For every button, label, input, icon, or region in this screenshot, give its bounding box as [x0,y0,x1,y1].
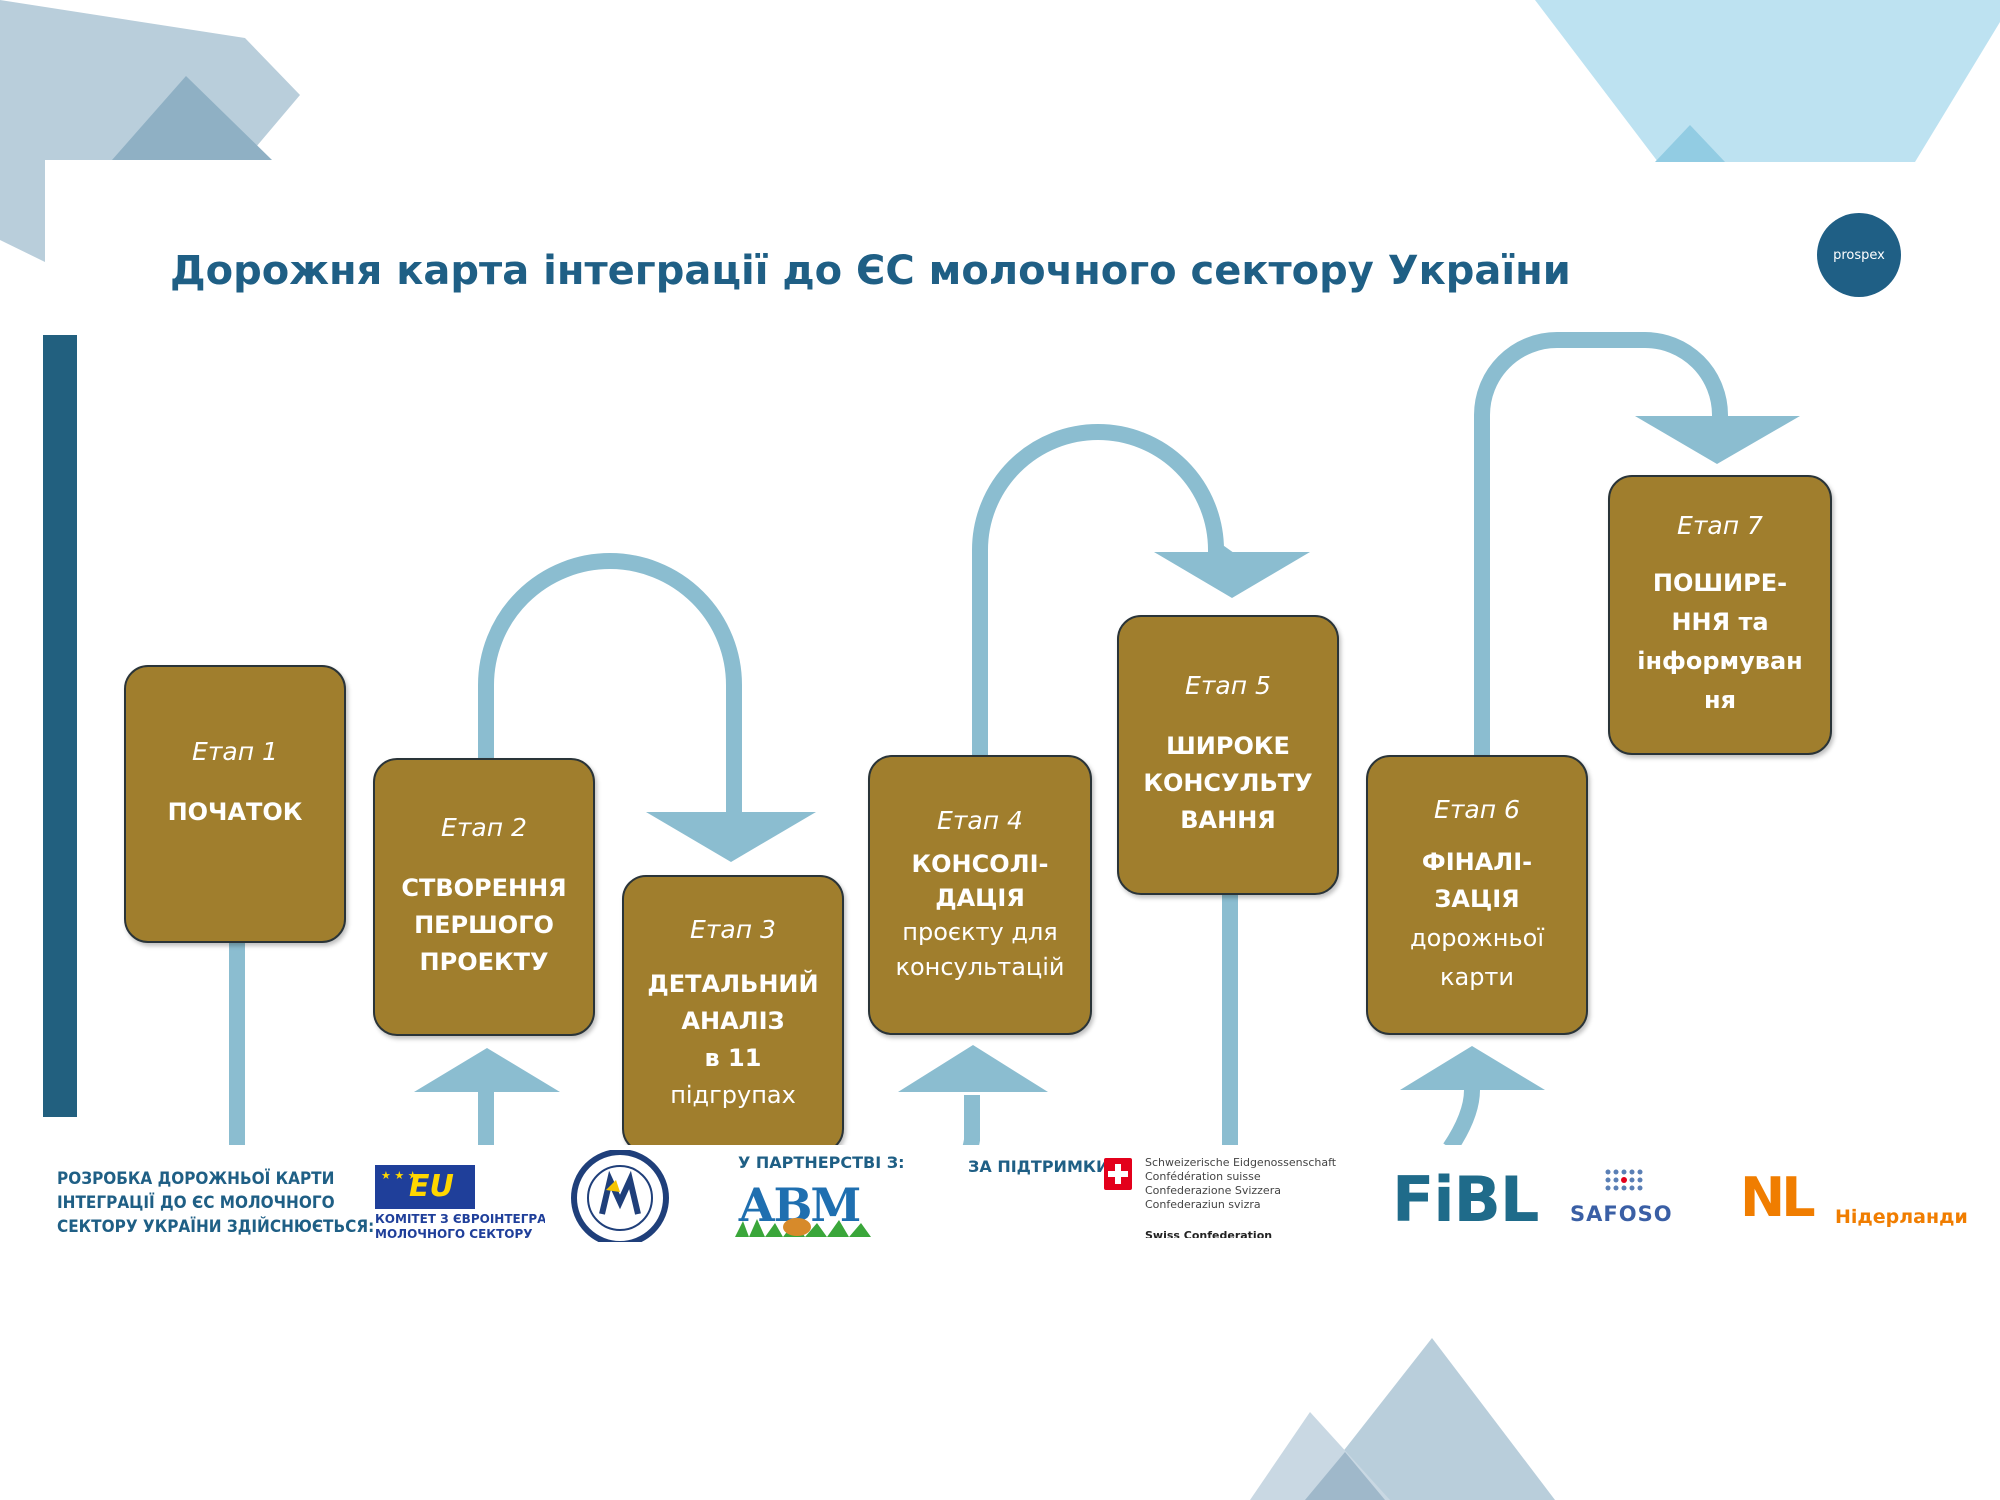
swiss-bottom-text: Swiss Confederation [1145,1229,1273,1238]
arc-stage4-stage5 [972,424,1235,758]
arrowhead-stage4-up [898,1045,1048,1092]
stage-name-line: ПОЧАТОК [167,798,303,826]
partners-intro: РОЗРОБКА ДОРОЖНЬОЇ КАРТИ ІНТЕГРАЦІЇ ДО Є… [57,1167,374,1239]
arc-stage2-stage3 [478,553,742,815]
arrowhead-stage3 [646,812,816,862]
safoso-logo: SAFOSO [1570,1202,1673,1226]
abm-grass-icon [735,1218,871,1237]
fibl-logo: FiBL [1392,1163,1539,1236]
stage-name-line: СТВОРЕННЯ [401,874,567,902]
partners-intro-line: ІНТЕГРАЦІЇ ДО ЄС МОЛОЧНОГО [57,1193,335,1213]
swiss-line: Schweizerische Eidgenossenschaft [1145,1156,1337,1169]
stage-name-line: ЗАЦІЯ [1434,884,1520,913]
partnership-label: У ПАРТНЕРСТВІ З: [738,1153,905,1172]
arrowhead-stage5 [1154,552,1310,598]
stage-1-box: Етап 1 ПОЧАТОК [124,665,346,943]
stage-name-line: ШИРОКЕ [1166,732,1290,760]
stage-name-line: ННЯ та [1671,607,1769,636]
arc-stage6-stage7 [1474,332,1728,758]
stage-label: Етап 7 [1677,510,1763,540]
page-title: Дорожня карта інтеграції до ЄС молочного… [170,248,1571,294]
stage-name-line: інформуван [1637,646,1803,675]
dairy-union-seal-icon [571,1150,669,1242]
stage-name-line: ПЕРШОГО [414,911,554,939]
stage-7-box: Етап 7 ПОШИРЕ- ННЯ та інформуван ня [1608,475,1832,755]
nl-mark: NL [1740,1166,1816,1229]
stage-name-line: ВАННЯ [1180,806,1276,834]
eu-caption-line: МОЛОЧНОГО СЕКТОРУ [375,1227,533,1240]
flow-arrowheads [414,416,1800,1092]
prospex-logo: prospex [1817,213,1901,297]
stage-sub-line: проєкту для [902,917,1058,946]
stage-label: Етап 3 [690,915,776,944]
prospex-logo-text: prospex [1833,247,1885,263]
stage-5-box: Етап 5 ШИРОКЕ КОНСУЛЬТУ ВАННЯ [1117,615,1339,895]
side-accent-bar [43,335,77,1117]
support-label: ЗА ПІДТРИМКИ: [968,1157,1116,1176]
stage-name-line: КОНСУЛЬТУ [1143,769,1313,797]
stage-name-line: в 11 [704,1044,762,1072]
arrowhead-stage2-up [414,1048,560,1092]
stage-sub-line: карти [1439,962,1514,991]
swiss-line: Confederazione Svizzera [1145,1184,1281,1197]
stage-name-line: ФІНАЛІ- [1421,847,1533,876]
stage-name-line: ПРОЕКТУ [419,948,549,976]
top-right-shape [1535,0,2000,162]
stage-name-line: ДАЦІЯ [935,883,1025,912]
stage-2-box: Етап 2 СТВОРЕННЯ ПЕРШОГО ПРОЕКТУ [373,758,595,1036]
stage-name-line: ПОШИРЕ- [1652,568,1788,597]
top-left-triangle [112,76,272,160]
stage-sub-line: дорожньої [1409,923,1544,952]
arrowhead-stage6-up [1400,1046,1545,1090]
stage-label: Етап 4 [937,805,1023,835]
stage-name-line: ня [1704,685,1736,714]
eu-logo-text: EU [409,1169,454,1204]
safoso-dots-icon [1605,1169,1643,1191]
nl-label: Нідерланди [1835,1206,1968,1228]
eu-caption: КОМІТЕТ З ЄВРОІНТЕГРАЦІЇ МОЛОЧНОГО СЕКТО… [375,1212,545,1240]
swiss-flag-icon [1104,1158,1132,1190]
eu-flag-icon: ★ ★ ★ EU [375,1165,475,1209]
stage-label: Етап 1 [192,737,278,766]
stage-6-box: Етап 6 ФІНАЛІ- ЗАЦІЯ дорожньої карти [1366,755,1588,1035]
stage-label: Етап 2 [441,813,527,842]
eu-caption-line: КОМІТЕТ З ЄВРОІНТЕГРАЦІЇ [375,1212,545,1226]
stage-name-line: АНАЛІЗ [681,1007,785,1035]
stage-sub-line: консультацій [895,952,1065,981]
partners-intro-line: СЕКТОРУ УКРАЇНИ ЗДІЙСНЮЄТЬСЯ: [57,1217,375,1237]
partners-intro-line: РОЗРОБКА ДОРОЖНЬОЇ КАРТИ [57,1169,335,1189]
bottom-triangle-large [1305,1338,1555,1500]
stage6-up-line [1443,1089,1480,1153]
arrowhead-stage7 [1635,416,1800,464]
bottom-triangle-overlap [1305,1452,1385,1500]
swiss-confederation-text: Schweizerische Eidgenossenschaft Confédé… [1145,1156,1336,1212]
stage-sub-line: підгрупах [670,1081,796,1109]
stage-label: Етап 6 [1434,794,1520,824]
top-right-triangle [1655,125,1725,162]
swiss-line: Confederaziun svizra [1145,1198,1261,1211]
stage-label: Етап 5 [1185,671,1271,700]
partner-strip [0,1145,2000,1240]
stage-name-line: ДЕТАЛЬНИЙ [647,970,819,998]
swiss-line: Confédération suisse [1145,1170,1261,1183]
eu-committee-logo: ★ ★ ★ EU КОМІТЕТ З ЄВРОІНТЕГРАЦІЇ МОЛОЧН… [375,1165,545,1240]
stage-3-box: Етап 3 ДЕТАЛЬНИЙ АНАЛІЗ в 11 підгрупах [622,875,844,1153]
stage-name-line: КОНСОЛІ- [911,849,1049,878]
stage-4-box: Етап 4 КОНСОЛІ- ДАЦІЯ проєкту для консул… [868,755,1092,1035]
